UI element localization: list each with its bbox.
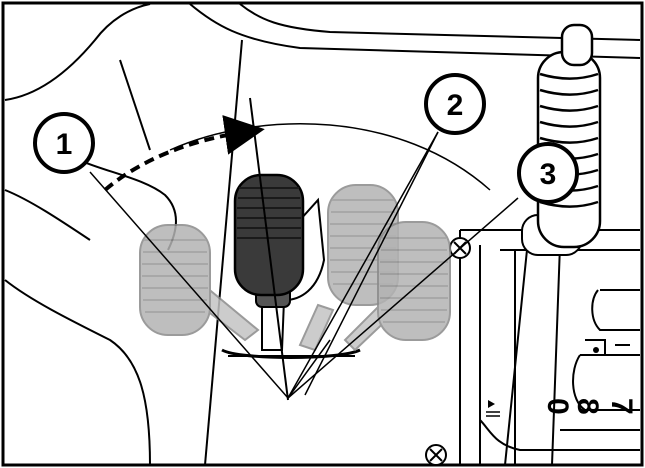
dashed-arrow-icon: [103, 115, 265, 192]
callout-3: 3: [517, 142, 579, 204]
scale-mark-8: 8: [571, 398, 604, 415]
callout-2-label: 2: [447, 89, 464, 122]
callout-2: 2: [424, 73, 486, 135]
leader-lines: [89, 131, 519, 399]
lever-gate: [221, 348, 361, 359]
lever-active: [233, 173, 326, 351]
scale-mark-7: 7: [605, 398, 638, 415]
swing-arc: [169, 122, 491, 191]
callout-3-label: 3: [540, 158, 557, 191]
screw-icon: [425, 444, 447, 466]
callout-1-label: 1: [56, 128, 73, 161]
scale-marks: 0 8 7: [486, 347, 638, 417]
callout-1: 1: [33, 112, 95, 174]
scale-mark-0: 0: [541, 398, 574, 415]
